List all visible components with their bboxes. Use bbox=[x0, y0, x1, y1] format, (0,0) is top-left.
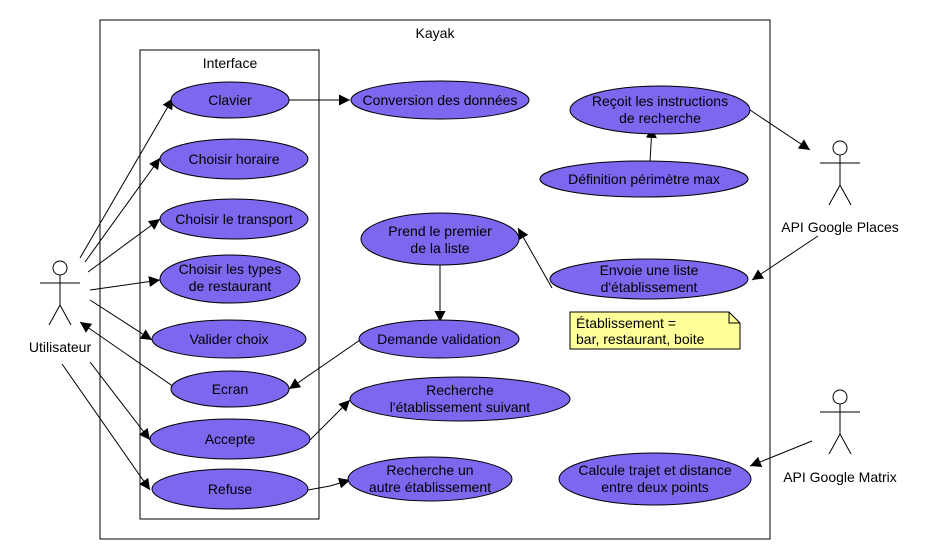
usecase-autre-label-2: autre établissement bbox=[369, 479, 491, 495]
usecase-refuse[interactable]: Refuse bbox=[151, 468, 309, 510]
edge-refuse-autre bbox=[307, 477, 351, 491]
usecase-choisir-types-label-1: Choisir les types bbox=[179, 261, 282, 277]
edge-demande-ecran bbox=[288, 339, 361, 390]
usecase-valider-choix-label: Valider choix bbox=[189, 331, 268, 347]
usecase-demande-validation[interactable]: Demande validation bbox=[358, 319, 520, 359]
edge-user-clavier bbox=[79, 97, 174, 259]
usecase-suivant-label-1: Recherche bbox=[426, 382, 494, 398]
note-line-2: bar, restaurant, boite bbox=[576, 331, 705, 347]
edge-places-envoie bbox=[751, 235, 819, 281]
interface-boundary bbox=[139, 49, 320, 520]
actor-places-leg-right bbox=[839, 184, 852, 206]
usecase-clavier-label: Clavier bbox=[208, 92, 252, 108]
actor-utilisateur[interactable] bbox=[40, 260, 80, 326]
usecase-recherche-suivant[interactable]: Recherche l'établissement suivant bbox=[349, 376, 571, 422]
actor-places-head bbox=[832, 140, 848, 156]
edge-matrix-calcule bbox=[749, 440, 813, 467]
edge-user-refuse bbox=[61, 363, 151, 491]
note-shape bbox=[569, 311, 741, 350]
interface-title: Interface bbox=[203, 55, 258, 71]
usecase-calcule-label-2: entre deux points bbox=[601, 479, 708, 495]
usecase-conversion-label: Conversion des données bbox=[363, 92, 518, 108]
actor-utilisateur-label: Utilisateur bbox=[29, 339, 92, 355]
edge-user-horaire bbox=[84, 157, 161, 263]
usecase-valider-choix[interactable]: Valider choix bbox=[151, 319, 307, 359]
edge-user-transport bbox=[87, 218, 161, 273]
usecase-definition-perimetre[interactable]: Définition périmètre max bbox=[539, 160, 749, 198]
usecase-prend-premier[interactable]: Prend le premier de la liste bbox=[360, 212, 520, 266]
usecase-choisir-horaire[interactable]: Choisir horaire bbox=[159, 138, 309, 180]
usecase-calcule-label-1: Calcule trajet et distance bbox=[578, 462, 732, 478]
note: Établissement = bar, restaurant, boite bbox=[569, 311, 741, 350]
usecase-envoie-label-2: d'établissement bbox=[601, 279, 698, 295]
actor-matrix-label: API Google Matrix bbox=[783, 469, 897, 485]
actor-matrix-head bbox=[832, 389, 848, 405]
usecase-calcule-trajet[interactable]: Calcule trajet et distance entre deux po… bbox=[558, 452, 752, 506]
usecase-suivant-label-2: l'établissement suivant bbox=[390, 399, 531, 415]
edge-ecran-user bbox=[79, 321, 175, 388]
usecase-conversion-donnees[interactable]: Conversion des données bbox=[350, 80, 530, 120]
usecase-perimetre-label: Définition périmètre max bbox=[568, 171, 720, 187]
usecase-recherche-autre[interactable]: Recherche un autre établissement bbox=[347, 456, 513, 502]
usecase-choisir-types[interactable]: Choisir les types de restaurant bbox=[159, 254, 301, 304]
edge-envoie-premier bbox=[517, 227, 553, 289]
usecase-premier-label-1: Prend le premier bbox=[388, 223, 492, 239]
usecase-recoit-label-1: Reçoit les instructions bbox=[592, 93, 728, 109]
edge-user-types bbox=[89, 276, 161, 291]
usecase-premier-label-2: de la liste bbox=[410, 240, 469, 256]
edge-accepte-suivant bbox=[309, 399, 351, 441]
edge-user-accepte bbox=[89, 361, 151, 441]
usecase-recoit-instructions[interactable]: Reçoit les instructions de recherche bbox=[569, 85, 751, 135]
usecase-autre-label-1: Recherche un bbox=[386, 462, 473, 478]
usecase-ecran-label: Ecran bbox=[212, 381, 249, 397]
usecase-recoit-label-2: de recherche bbox=[619, 110, 701, 126]
edge-recoit-places bbox=[749, 109, 811, 151]
actor-utilisateur-leg-right bbox=[59, 304, 72, 326]
usecase-choisir-horaire-label: Choisir horaire bbox=[188, 151, 279, 167]
actor-google-places[interactable] bbox=[820, 140, 860, 206]
usecase-envoie-liste[interactable]: Envoie une liste d'établissement bbox=[549, 258, 749, 300]
actor-utilisateur-leg-left bbox=[48, 304, 61, 326]
note-line-1: Établissement = bbox=[576, 315, 676, 331]
actor-places-label: API Google Places bbox=[781, 219, 899, 235]
usecase-choisir-types-label-2: de restaurant bbox=[189, 278, 272, 294]
usecase-clavier[interactable]: Clavier bbox=[170, 81, 290, 119]
usecase-accepte-label: Accepte bbox=[205, 431, 256, 447]
system-title: Kayak bbox=[416, 25, 456, 41]
usecase-demande-label: Demande validation bbox=[377, 331, 501, 347]
actor-utilisateur-head bbox=[52, 260, 68, 276]
usecase-ecran[interactable]: Ecran bbox=[170, 370, 290, 408]
actor-google-matrix[interactable] bbox=[820, 389, 860, 455]
usecase-accepte[interactable]: Accepte bbox=[149, 418, 311, 460]
usecase-choisir-transport-label: Choisir le transport bbox=[175, 211, 293, 227]
system-boundary bbox=[99, 19, 771, 540]
actor-matrix-leg-right bbox=[839, 433, 852, 455]
note-fold bbox=[728, 312, 740, 324]
actor-places-leg-left bbox=[828, 184, 841, 206]
edge-user-valider bbox=[89, 299, 153, 341]
usecase-choisir-transport[interactable]: Choisir le transport bbox=[159, 198, 309, 240]
actor-matrix-leg-left bbox=[828, 433, 841, 455]
usecase-refuse-label: Refuse bbox=[208, 481, 253, 497]
usecase-envoie-label-1: Envoie une liste bbox=[600, 262, 699, 278]
